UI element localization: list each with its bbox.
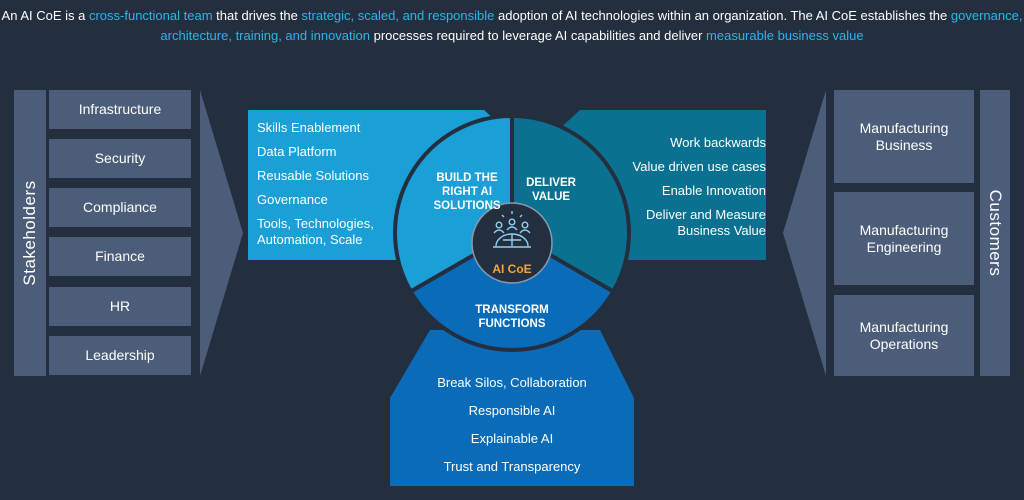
stakeholder-security: Security — [94, 150, 146, 166]
deliver-item: Deliver and Measure Business Value — [646, 207, 766, 238]
stakeholders-label: Stakeholders — [20, 180, 39, 286]
stakeholder-hr: HR — [109, 298, 131, 314]
transform-sector — [407, 230, 617, 352]
stakeholder-compliance: Compliance — [83, 199, 157, 215]
build-item: Tools, Technologies, Automation, Scale — [257, 216, 374, 247]
deliver-title: DELIVER VALUE — [526, 177, 576, 203]
build-item: Skills Enablement — [257, 120, 361, 135]
customer-manufacturing-business: Manufacturing Business — [859, 119, 949, 153]
build-item: Data Platform — [257, 144, 337, 159]
stakeholders-arrow — [200, 90, 243, 376]
customer-box-business — [834, 90, 974, 183]
deliver-item: Value driven use cases — [632, 159, 766, 174]
stakeholder-box-security — [49, 139, 191, 178]
stakeholder-infrastructure: Infrastructure — [78, 101, 162, 117]
transform-item: Explainable AI — [470, 431, 554, 446]
transform-item: Break Silos, Collaboration — [437, 375, 587, 390]
build-item: Reusable Solutions — [257, 168, 370, 183]
build-list: Skills Enablement Data Platform Reusable… — [257, 120, 387, 256]
transform-panel — [390, 330, 634, 486]
stakeholder-box-compliance — [49, 188, 191, 227]
transform-item: Trust and Transparency — [443, 459, 581, 474]
deliver-item: Work backwards — [670, 135, 766, 150]
deliver-item: Enable Innovation — [661, 183, 766, 198]
transform-list: Break Silos, Collaboration Responsible A… — [390, 375, 634, 483]
customer-box-engineering — [834, 192, 974, 285]
build-item: Governance — [257, 192, 328, 207]
customers-arrow — [783, 90, 826, 376]
transform-item: Responsible AI — [468, 403, 556, 418]
customer-box-operations — [834, 295, 974, 376]
stakeholder-box-finance — [49, 237, 191, 276]
customer-manufacturing-operations: Manufacturing Operations — [859, 318, 949, 352]
stakeholders-bar — [14, 90, 46, 376]
customers-label: Customers — [986, 189, 1005, 277]
ai-coe-label: AI CoE — [492, 262, 532, 276]
build-title: BUILD THE RIGHT AI SOLUTIONS — [433, 172, 501, 212]
stakeholder-box-hr — [49, 287, 191, 326]
deliver-list: Work backwards Value driven use cases En… — [620, 135, 766, 247]
stakeholder-finance: Finance — [95, 248, 145, 264]
stakeholder-leadership: Leadership — [85, 347, 155, 363]
people-globe-icon — [493, 211, 531, 248]
customers-bar — [980, 90, 1010, 376]
stakeholder-box-leadership — [49, 336, 191, 375]
customer-manufacturing-engineering: Manufacturing Engineering — [859, 221, 949, 255]
intro-text: An AI CoE is a cross-functional team tha… — [1, 8, 1023, 43]
transform-title: TRANSFORM FUNCTIONS — [475, 304, 549, 330]
stakeholder-box-infrastructure — [49, 90, 191, 129]
